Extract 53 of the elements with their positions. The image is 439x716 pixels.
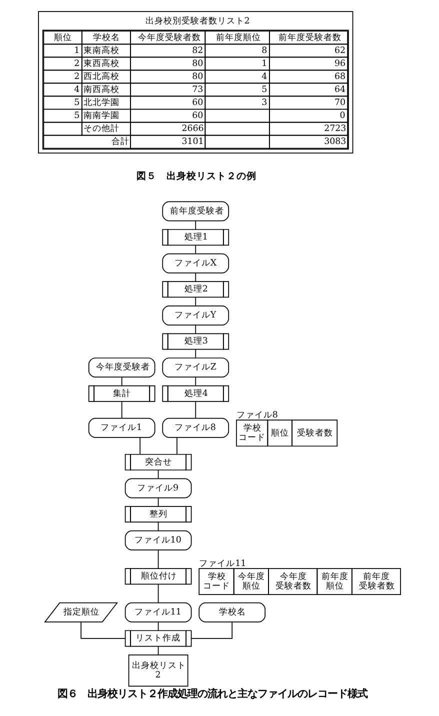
- label: 学校コード: [238, 424, 266, 444]
- label: 順位: [271, 428, 290, 438]
- label: 80: [192, 72, 204, 82]
- label: 今年度順位: [238, 572, 266, 592]
- label: 学校コード: [203, 572, 230, 592]
- label: 2: [74, 58, 80, 69]
- label: 64: [334, 84, 346, 95]
- label: 2723: [324, 124, 346, 134]
- label: 北北学園: [84, 98, 120, 108]
- label: 2666: [182, 124, 204, 134]
- label: 西北高校: [84, 72, 120, 82]
- label: 受験者数: [297, 428, 334, 438]
- label: 学校名: [93, 32, 120, 43]
- label: 5: [74, 110, 80, 121]
- label: 5: [262, 84, 268, 95]
- label: 62: [334, 46, 346, 56]
- label: 4: [74, 84, 80, 95]
- label: 合計: [111, 136, 130, 147]
- label: 東西高校: [84, 58, 120, 69]
- label: 2: [74, 72, 80, 82]
- label: 図５ 出身校リスト２の例: [136, 170, 257, 182]
- label: 80: [192, 58, 204, 69]
- label: 前年度受験者数: [358, 572, 395, 592]
- label: 出身校別受験者数リスト2: [145, 16, 250, 26]
- label: 70: [334, 98, 346, 108]
- label: 1: [74, 46, 80, 56]
- label: 前年度順位: [216, 32, 262, 43]
- label: 60: [192, 110, 204, 121]
- label: 南西高校: [84, 84, 120, 95]
- label: 68: [334, 72, 346, 82]
- label: 前年度順位: [322, 572, 349, 592]
- label: 順位: [54, 32, 72, 43]
- label: 73: [192, 84, 204, 95]
- label: 8: [262, 46, 268, 56]
- label: 60: [192, 98, 204, 108]
- label: その他計: [84, 124, 120, 134]
- label: 0: [340, 110, 346, 121]
- label: 3: [262, 98, 268, 108]
- label: 南南学園: [84, 110, 120, 121]
- label: 今年度受験者数: [138, 32, 201, 43]
- label: 1: [262, 58, 268, 69]
- label: ファイル8: [236, 410, 278, 420]
- label: 今年度受験者数: [276, 572, 312, 592]
- label: 3101: [182, 136, 204, 147]
- label: 96: [334, 58, 346, 69]
- label: 4: [262, 72, 268, 82]
- label: 前年度受験者数: [278, 32, 342, 43]
- label: 東南高校: [84, 46, 120, 56]
- label: ファイル11: [199, 558, 246, 569]
- label: 3083: [324, 136, 346, 147]
- caption: 図６ 出身校リスト２作成処理の流れと主なファイルのレコード様式: [58, 688, 368, 700]
- label: 82: [192, 46, 204, 56]
- label: 5: [74, 98, 80, 108]
